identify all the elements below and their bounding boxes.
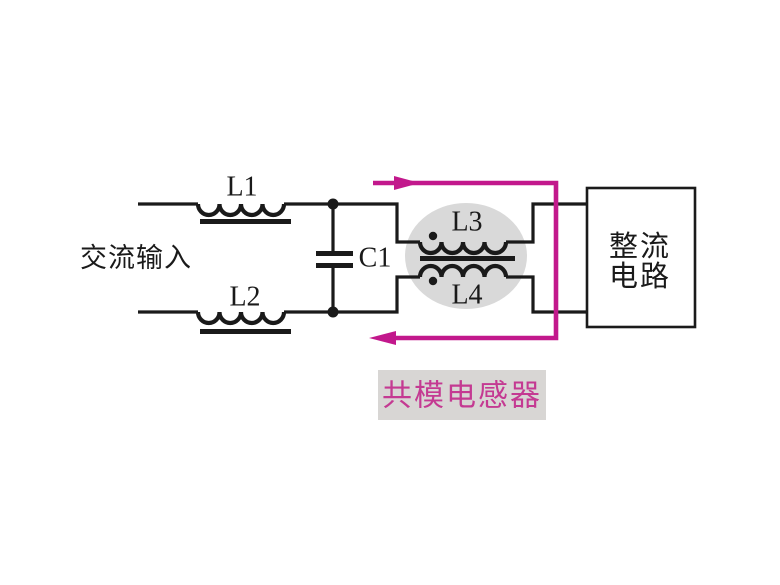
noise-arrow-left-icon <box>369 331 396 345</box>
noise-current-path <box>373 180 559 341</box>
rectifier-label-line1: 整流 <box>609 230 671 263</box>
noise-arrow-right-icon <box>394 176 420 190</box>
rectifier-label-line2: 电路 <box>609 260 671 293</box>
inductor-l2-coil <box>195 311 287 326</box>
phase-dot-l4 <box>428 276 438 286</box>
junction-dot-bottom <box>327 306 339 318</box>
common-mode-caption: 共模电感器 <box>382 380 542 413</box>
ac-input-label: 交流输入 <box>80 243 192 273</box>
inductor-l2-label: L2 <box>229 282 260 313</box>
choke-l3-label: L3 <box>451 207 482 238</box>
junction-dot-top <box>327 198 339 210</box>
inductor-l1-coil <box>195 203 287 218</box>
choke-l3-coil <box>417 241 509 256</box>
rectifier-box <box>585 186 697 329</box>
capacitor-c1-label: C1 <box>359 243 392 274</box>
inductor-l1-label: L1 <box>226 172 257 203</box>
choke-l4-coil <box>417 263 509 278</box>
bottom-rail-wire <box>138 275 587 314</box>
caption-box <box>378 370 546 420</box>
phase-dot-l3 <box>428 231 438 241</box>
choke-l4-label: L4 <box>451 280 482 311</box>
top-rail-wire <box>138 202 587 244</box>
